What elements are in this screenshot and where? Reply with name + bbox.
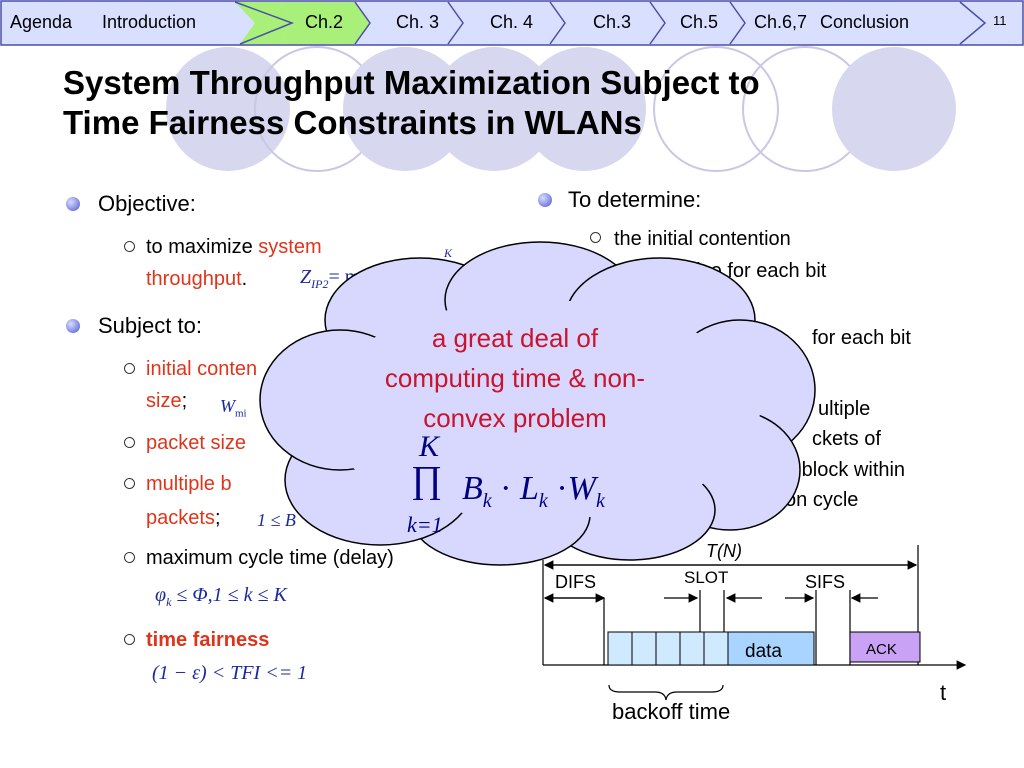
c2-red: packet size [146,432,247,454]
c3-red2: packets [146,507,215,529]
c5-red: time fairness [146,629,270,651]
c4-phi-sub: k [166,595,172,609]
formula-z: Z [300,266,312,288]
cloud-dot1: · [500,470,512,507]
slide-title: System Throughput Maximization Subject t… [63,63,963,143]
nav-item-conclusion[interactable]: Conclusion [820,12,910,32]
c1-line2: size; [146,386,187,416]
cloud-line-3: convex problem [423,403,607,433]
objective-text-pre: to maximize [146,236,253,258]
c3-line1: multiple b [146,469,232,499]
cloud-line-2: computing time & non- [384,363,646,393]
objective-text-line2: throughput. [146,264,247,294]
sub-bullet-c2 [124,437,135,448]
slide-number: 11 [993,13,1007,28]
c4-text: maximum cycle time (delay) [146,547,394,569]
diagram-t-label: t [940,680,947,705]
objective-period: . [241,268,248,290]
c4-formula-rest: ≤ Φ,1 ≤ k ≤ K [171,584,287,606]
nav-item-ch3[interactable]: Ch. 3 [396,12,440,32]
nav-item-ch6-7[interactable]: Ch.6,7 [754,12,808,32]
sub-bullet-objective [124,241,135,252]
title-line-2: Time Fairness Constraints in WLANs [63,104,642,141]
c1-red1: initial conten [146,358,258,380]
d3-line2: ckets of [812,428,881,450]
nav-item-introduction[interactable]: Introduction [102,12,197,32]
diagram-slot-label: SLOT [684,568,729,587]
diagram-data-label: data [745,641,782,662]
nav-item-ch2[interactable]: Ch.2 [305,12,344,32]
sub-bullet-c1 [124,363,135,374]
c3-red1: multiple b [146,473,232,495]
cloud-w-sub: k [595,489,605,512]
c1-w-sub: mi [235,407,247,420]
d3-line1: ultiple [818,398,871,420]
diagram-difs-label: DIFS [555,572,597,592]
c3-formula: 1 ≤ B [257,510,296,530]
title-line-1: System Throughput Maximization Subject t… [63,64,760,101]
cloud-b: B [462,470,483,507]
diagram-ack-label: ACK [866,641,897,658]
c1-red2: size [146,390,182,412]
nav-item-ch3b[interactable]: Ch.3 [593,12,632,32]
objective-text: to maximize system [146,232,322,262]
c4-phi: φ [155,584,167,606]
cloud-b-sub: k [482,489,492,512]
c3-end: ; [214,507,221,529]
c1-w: W [220,396,235,416]
c1-line1: initial conten [146,354,257,384]
cloud-prod-top: K [419,430,440,463]
cloud-line-1: a great deal of [431,323,599,353]
d3-line3: a block within [785,459,906,481]
d2-tail: for each bit [812,327,911,349]
objective-label: Objective: [98,191,196,216]
objective-text-red: system [258,236,322,258]
c3-line2: packets; [146,503,221,533]
c1-end: ; [181,390,188,412]
cloud-w: W [567,470,596,507]
diagram-tn-label: T(N) [706,541,742,561]
nav-item-agenda[interactable]: Agenda [10,12,73,32]
c5-text: time fairness [146,625,269,655]
c1-formula: Wmi [220,396,247,420]
cloud-prod-expression: Bk · Lk ·Wk [462,470,605,513]
sub-bullet-d1 [590,232,601,243]
nav-item-ch5[interactable]: Ch.5 [680,12,719,32]
sub-bullet-c4 [124,552,135,563]
cloud-prod-symbol: ∏ [411,459,443,501]
chapter-nav-bar [0,0,1024,46]
cloud-l: L [520,470,539,507]
sum-top: K [444,246,453,260]
c5-formula: (1 − ε) < TFI <= 1 [152,662,308,684]
cloud-l-sub: k [538,489,548,512]
diagram-sifs-label: SIFS [805,572,846,592]
diagram-backoff-label: backoff time [612,699,731,724]
cloud-dot2: · [556,470,568,507]
bullet-subject [66,319,80,333]
d1-line1: the initial contention [614,228,791,250]
determine-label: To determine: [568,187,702,212]
sub-bullet-c3 [124,478,135,489]
bullet-objective [66,197,80,211]
c2-text: packet size [146,428,246,458]
objective-throughput: throughput [146,268,242,290]
c4-formula: φk ≤ Φ,1 ≤ k ≤ K [155,584,287,610]
bullet-determine [538,193,552,207]
cloud-prod-bottom: k=1 [407,512,443,537]
subject-label: Subject to: [98,313,202,338]
sub-bullet-c5 [124,634,135,645]
nav-item-ch4[interactable]: Ch. 4 [490,12,534,32]
formula-z-sub: IP2 [311,277,329,291]
